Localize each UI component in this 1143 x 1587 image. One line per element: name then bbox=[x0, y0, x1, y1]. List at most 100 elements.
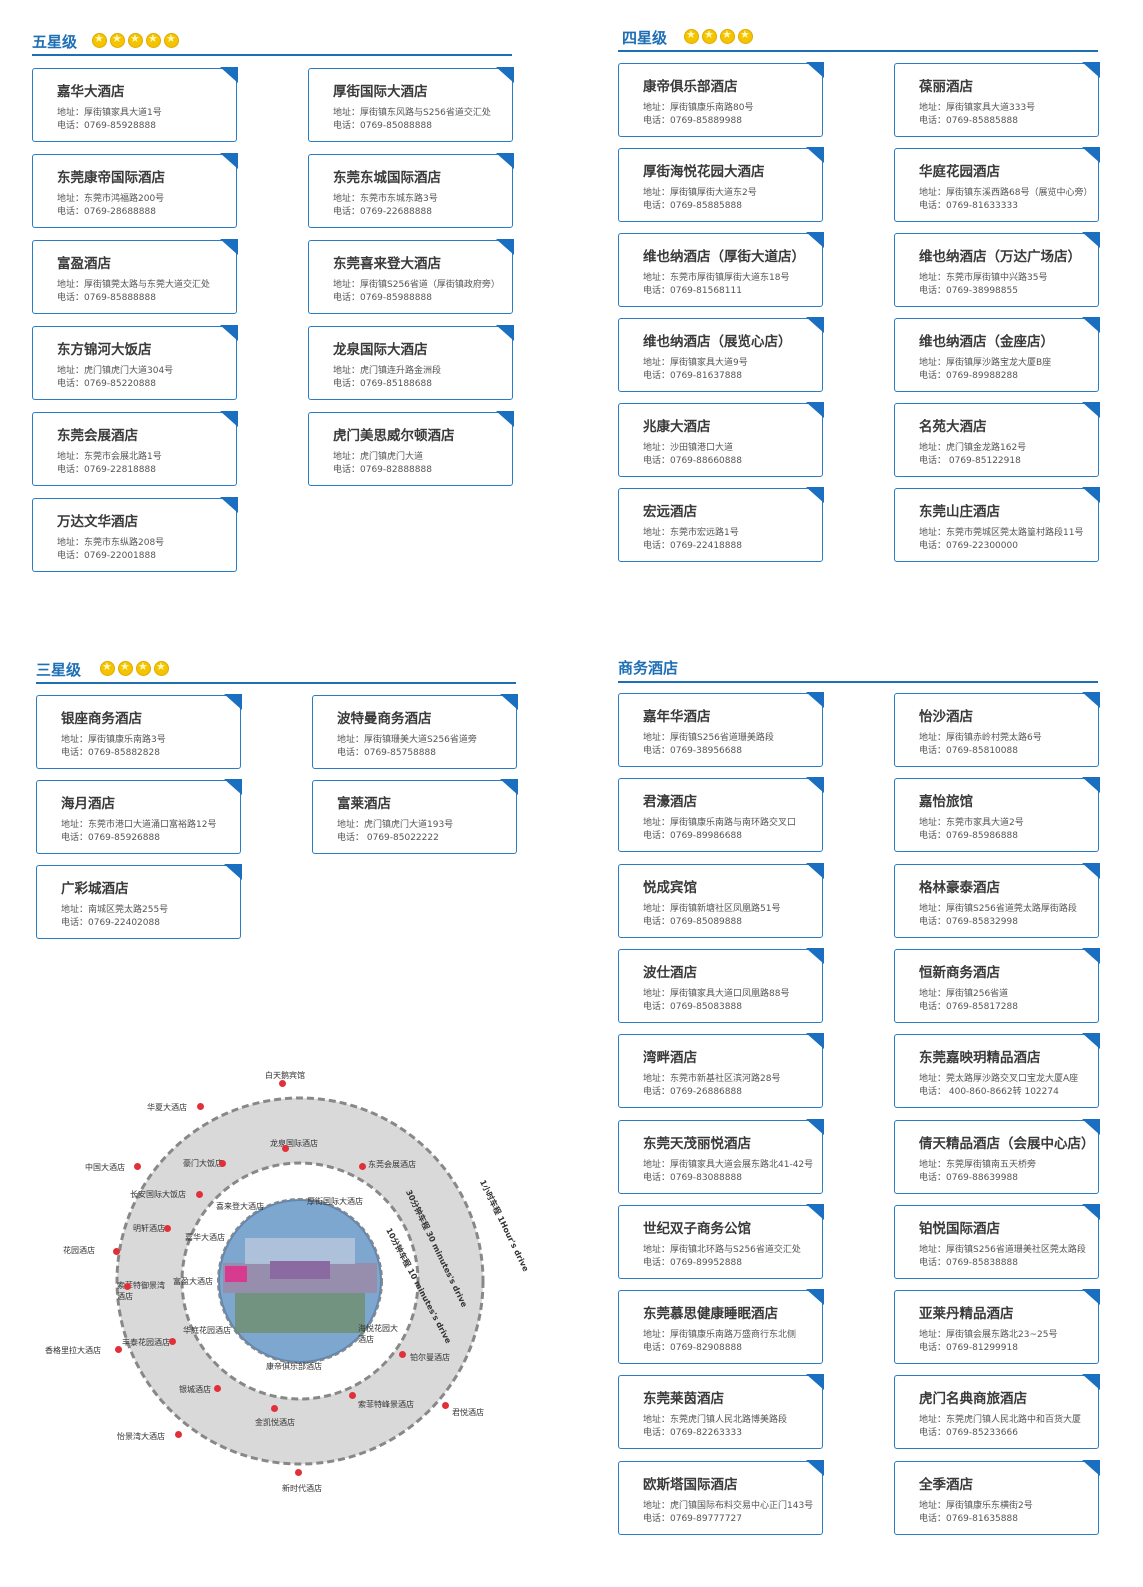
hotel-card[interactable]: 虎门名典商旅酒店地址：东莞虎门镇人民北路中和百货大厦电话：0769-852336… bbox=[894, 1374, 1100, 1450]
hotel-card[interactable]: 东莞天茂丽悦酒店地址：厚街镇家具大道会展东路北41-42号电话：0769-830… bbox=[618, 1118, 824, 1194]
hotel-card[interactable]: 波仕酒店地址：厚街镇家具大道口凤凰路88号电话：0769-85083888 bbox=[618, 947, 824, 1023]
hotel-card[interactable]: 华庭花园酒店地址：厚街镇东溪西路68号（展览中心旁）电话：0769-816333… bbox=[894, 147, 1100, 222]
map-hotel-label: 银城酒店 bbox=[179, 1385, 211, 1394]
hotel-address: 地址：厚街镇S256省道珊美路段 bbox=[643, 733, 774, 743]
map-hotel-label: 康帝俱乐部酒店 bbox=[266, 1362, 322, 1371]
hotel-card[interactable]: 银座商务酒店地址：厚街镇康乐南路3号电话：0769-85882828 bbox=[36, 694, 242, 769]
hotel-card[interactable]: 维也纳酒店（展览心店）地址：厚街镇家具大道9号电话：0769-81637888 bbox=[618, 317, 824, 392]
section-divider bbox=[618, 681, 1098, 683]
hotel-card[interactable]: 维也纳酒店（万达广场店）地址：东莞市厚街镇中兴路35号电话：0769-38998… bbox=[894, 232, 1100, 307]
hotel-card[interactable]: 东莞山庄酒店地址：东莞市莞城区莞太路篁村路段11号电话：0769-2230000… bbox=[894, 487, 1100, 562]
hotel-phone: 电话：0769-85233666 bbox=[919, 1428, 1018, 1439]
corner-fold-icon bbox=[496, 239, 514, 255]
hotel-phone: 电话：0769-85832998 bbox=[919, 916, 1018, 927]
hotel-address: 地址：厚街镇256省道 bbox=[919, 988, 1009, 999]
hotel-card[interactable]: 亚莱丹精品酒店地址：厚街镇会展东路北23~25号电话：0769-81299918 bbox=[894, 1289, 1100, 1365]
star-icon bbox=[110, 32, 125, 48]
hotel-card[interactable]: 嘉华大酒店地址：厚街镇家具大道1号电话：0769-85928888 bbox=[32, 67, 238, 142]
hotel-address: 地址：东莞市会展北路1号 bbox=[57, 452, 162, 462]
hotel-card[interactable]: 君濠酒店地址：厚街镇康乐南路与南环路交叉口电话：0769-89986688 bbox=[618, 777, 824, 853]
hotel-card[interactable]: 富盈酒店地址：厚街镇莞太路与东莞大道交汇处电话：0769-85888888 bbox=[32, 239, 238, 314]
hotel-card[interactable]: 湾畔酒店地址：东莞市新基社区滨河路28号电话：0769-26886888 bbox=[618, 1033, 824, 1109]
hotel-card[interactable]: 全季酒店地址：厚街镇康乐东横街2号电话：0769-81635888 bbox=[894, 1459, 1100, 1535]
hotel-phone: 电话：0769-85882828 bbox=[61, 748, 160, 758]
hotel-address: 地址：虎门镇连升路金洲段 bbox=[333, 366, 442, 376]
star-icon bbox=[154, 660, 169, 676]
hotel-card[interactable]: 海月酒店地址：东莞市港口大道涌口富裕路12号电话：0769-85926888 bbox=[36, 779, 242, 854]
hotel-card[interactable]: 东莞康帝国际酒店地址：东莞市鸿福路200号电话：0769-28688888 bbox=[32, 153, 238, 228]
hotel-card[interactable]: 欧斯塔国际酒店地址：虎门镇国际布料交易中心正门143号电话：0769-89777… bbox=[618, 1459, 824, 1535]
hotel-phone: 电话：0769-81637888 bbox=[643, 371, 742, 381]
hotel-card[interactable]: 格林豪泰酒店地址：厚街镇S256省道莞太路厚街路段电话：0769-8583299… bbox=[894, 862, 1100, 938]
hotel-name: 华庭花园酒店 bbox=[919, 164, 1000, 180]
location-pin-icon bbox=[164, 1225, 171, 1232]
hotel-name: 铂悦国际酒店 bbox=[919, 1220, 1000, 1237]
star-icon bbox=[702, 28, 717, 44]
hotel-card[interactable]: 东莞嘉映玥精品酒店地址：莞太路厚沙路交叉口宝龙大厦A座电话： 400-860-8… bbox=[894, 1033, 1100, 1109]
hotel-card[interactable]: 东莞莱茵酒店地址：东莞虎门镇人民北路博美路段电话：0769-82263333 bbox=[618, 1374, 824, 1450]
corner-fold-icon bbox=[500, 694, 518, 710]
hotel-card[interactable]: 东莞东城国际酒店地址：东莞市东城东路3号电话：0769-22688888 bbox=[308, 153, 514, 228]
hotel-card[interactable]: 怡沙酒店地址：厚街镇赤岭村莞太路6号电话：0769-85810088 bbox=[894, 692, 1100, 767]
hotel-card[interactable]: 富莱酒店地址：虎门镇虎门大道193号电话： 0769-85022222 bbox=[312, 779, 518, 854]
hotel-card[interactable]: 世纪双子商务公馆地址：厚街镇北环路与S256省道交汇处电话：0769-89952… bbox=[618, 1203, 824, 1279]
hotel-card[interactable]: 葆丽酒店地址：厚街镇家具大道333号电话：0769-85885888 bbox=[894, 62, 1100, 137]
hotel-card[interactable]: 万达文华酒店地址：东莞市东纵路208号电话：0769-22001888 bbox=[32, 497, 238, 572]
section-divider bbox=[618, 50, 1098, 52]
hotel-phone: 电话：0769-82888888 bbox=[333, 465, 432, 475]
hotel-card[interactable]: 嘉年华酒店地址：厚街镇S256省道珊美路段电话：0769-38956688 bbox=[618, 692, 824, 767]
hotel-card[interactable]: 波特曼商务酒店地址：厚街镇珊美大道S256省道旁电话：0769-85758888 bbox=[312, 694, 518, 769]
section-title-three-star: 三星级 bbox=[36, 661, 82, 679]
hotel-address: 地址：虎门镇国际布料交易中心正门143号 bbox=[643, 1500, 814, 1511]
hotel-card[interactable]: 东莞会展酒店地址：东莞市会展北路1号电话：0769-22818888 bbox=[32, 411, 238, 486]
hotel-card[interactable]: 龙泉国际大酒店地址：虎门镇连升路金洲段电话：0769-85188688 bbox=[308, 325, 514, 400]
map-hotel-label: 富盈大酒店 bbox=[173, 1277, 213, 1286]
hotel-name: 东莞会展酒店 bbox=[57, 428, 138, 444]
hotel-card[interactable]: 东方锦河大饭店地址：虎门镇虎门大道304号电话：0769-85220888 bbox=[32, 325, 238, 400]
hotel-card[interactable]: 厚街海悦花园大酒店地址：厚街镇厚街大道东2号电话：0769-85885888 bbox=[618, 147, 824, 222]
corner-fold-icon bbox=[496, 67, 514, 83]
hotel-card[interactable]: 厚街国际大酒店地址：厚街镇东风路与S256省道交汇处电话：0769-850888… bbox=[308, 67, 514, 142]
hotel-phone: 电话：0769-85083888 bbox=[643, 1001, 742, 1012]
hotel-card[interactable]: 倩天精品酒店（会展中心店）地址：东莞厚街镇南五天桥旁电话：0769-886399… bbox=[894, 1118, 1100, 1194]
hotel-address: 地址：东莞市宏远路1号 bbox=[643, 528, 739, 538]
hotel-card[interactable]: 康帝俱乐部酒店地址：厚街镇康乐南路80号电话：0769-85889988 bbox=[618, 62, 824, 137]
hotel-card[interactable]: 宏远酒店地址：东莞市宏远路1号电话：0769-22418888 bbox=[618, 487, 824, 562]
corner-fold-icon bbox=[806, 1033, 824, 1050]
hotel-card[interactable]: 悦成宾馆地址：厚街镇新塘社区凤凰路51号电话：0769-85089888 bbox=[618, 862, 824, 938]
corner-fold-icon bbox=[220, 325, 238, 341]
hotel-address: 地址：厚街镇S256省道珊美社区莞太路段 bbox=[919, 1244, 1086, 1255]
hotel-card[interactable]: 兆康大酒店地址：沙田镇港口大道电话：0769-88660888 bbox=[618, 402, 824, 477]
hotel-card[interactable]: 虎门美思威尔顿酒店地址：虎门镇虎门大道电话：0769-82888888 bbox=[308, 411, 514, 486]
hotel-phone: 电话：0769-81568111 bbox=[643, 286, 742, 296]
hotel-name: 厚街海悦花园大酒店 bbox=[643, 164, 765, 180]
hotel-address: 地址：厚街镇S256省道（厚街镇政府旁） bbox=[333, 280, 500, 290]
hotel-address: 地址：厚街镇家具大道333号 bbox=[919, 103, 1036, 113]
hotel-card[interactable]: 东莞喜来登大酒店地址：厚街镇S256省道（厚街镇政府旁）电话：0769-8598… bbox=[308, 239, 514, 314]
location-pin-icon bbox=[295, 1469, 302, 1476]
hotel-card[interactable]: 维也纳酒店（厚街大道店）地址：东莞市厚街镇厚街大道东18号电话：0769-815… bbox=[618, 232, 824, 307]
corner-fold-icon bbox=[806, 62, 824, 78]
hotel-card[interactable]: 广彩城酒店地址：南城区莞太路255号电话：0769-22402088 bbox=[36, 864, 242, 939]
hotel-name: 虎门美思威尔顿酒店 bbox=[333, 428, 455, 444]
hotel-card[interactable]: 铂悦国际酒店地址：厚街镇S256省道珊美社区莞太路段电话：0769-858388… bbox=[894, 1203, 1100, 1279]
hotel-name: 嘉年华酒店 bbox=[643, 709, 711, 725]
map-hotel-label: 海悦花园大酒店 bbox=[358, 1324, 398, 1344]
map-hotel-label: 华庭花园酒店 bbox=[183, 1326, 231, 1335]
hotel-address: 地址：厚街镇康乐南路与南环路交叉口 bbox=[643, 818, 797, 829]
corner-fold-icon bbox=[496, 411, 514, 427]
hotel-address: 地址：东莞市家具大道2号 bbox=[919, 818, 1024, 829]
hotel-name: 维也纳酒店（万达广场店） bbox=[919, 249, 1081, 265]
location-pin-icon bbox=[282, 1145, 289, 1152]
hotel-card[interactable]: 嘉怡旅馆地址：东莞市家具大道2号电话：0769-85986888 bbox=[894, 777, 1100, 853]
hotel-phone: 电话：0769-38998855 bbox=[919, 286, 1018, 296]
hotel-card[interactable]: 恒新商务酒店地址：厚街镇256省道电话：0769-85817288 bbox=[894, 947, 1100, 1023]
hotel-card[interactable]: 维也纳酒店（金座店）地址：厚街镇厚沙路宝龙大厦B座电话：0769-8998828… bbox=[894, 317, 1100, 392]
hotel-address: 地址：厚街镇北环路与S256省道交汇处 bbox=[643, 1244, 801, 1255]
hotel-card[interactable]: 东莞慕思健康睡眠酒店地址：厚街镇康乐南路万盛商行东北侧电话：0769-82908… bbox=[618, 1289, 824, 1365]
location-pin-icon bbox=[399, 1351, 406, 1358]
map-hotel-label: 东莞会展酒店 bbox=[368, 1160, 416, 1169]
location-pin-icon bbox=[124, 1283, 131, 1290]
hotel-card[interactable]: 名苑大酒店地址：虎门镇金龙路162号电话： 0769-85122918 bbox=[894, 402, 1100, 477]
section-divider bbox=[32, 54, 512, 56]
